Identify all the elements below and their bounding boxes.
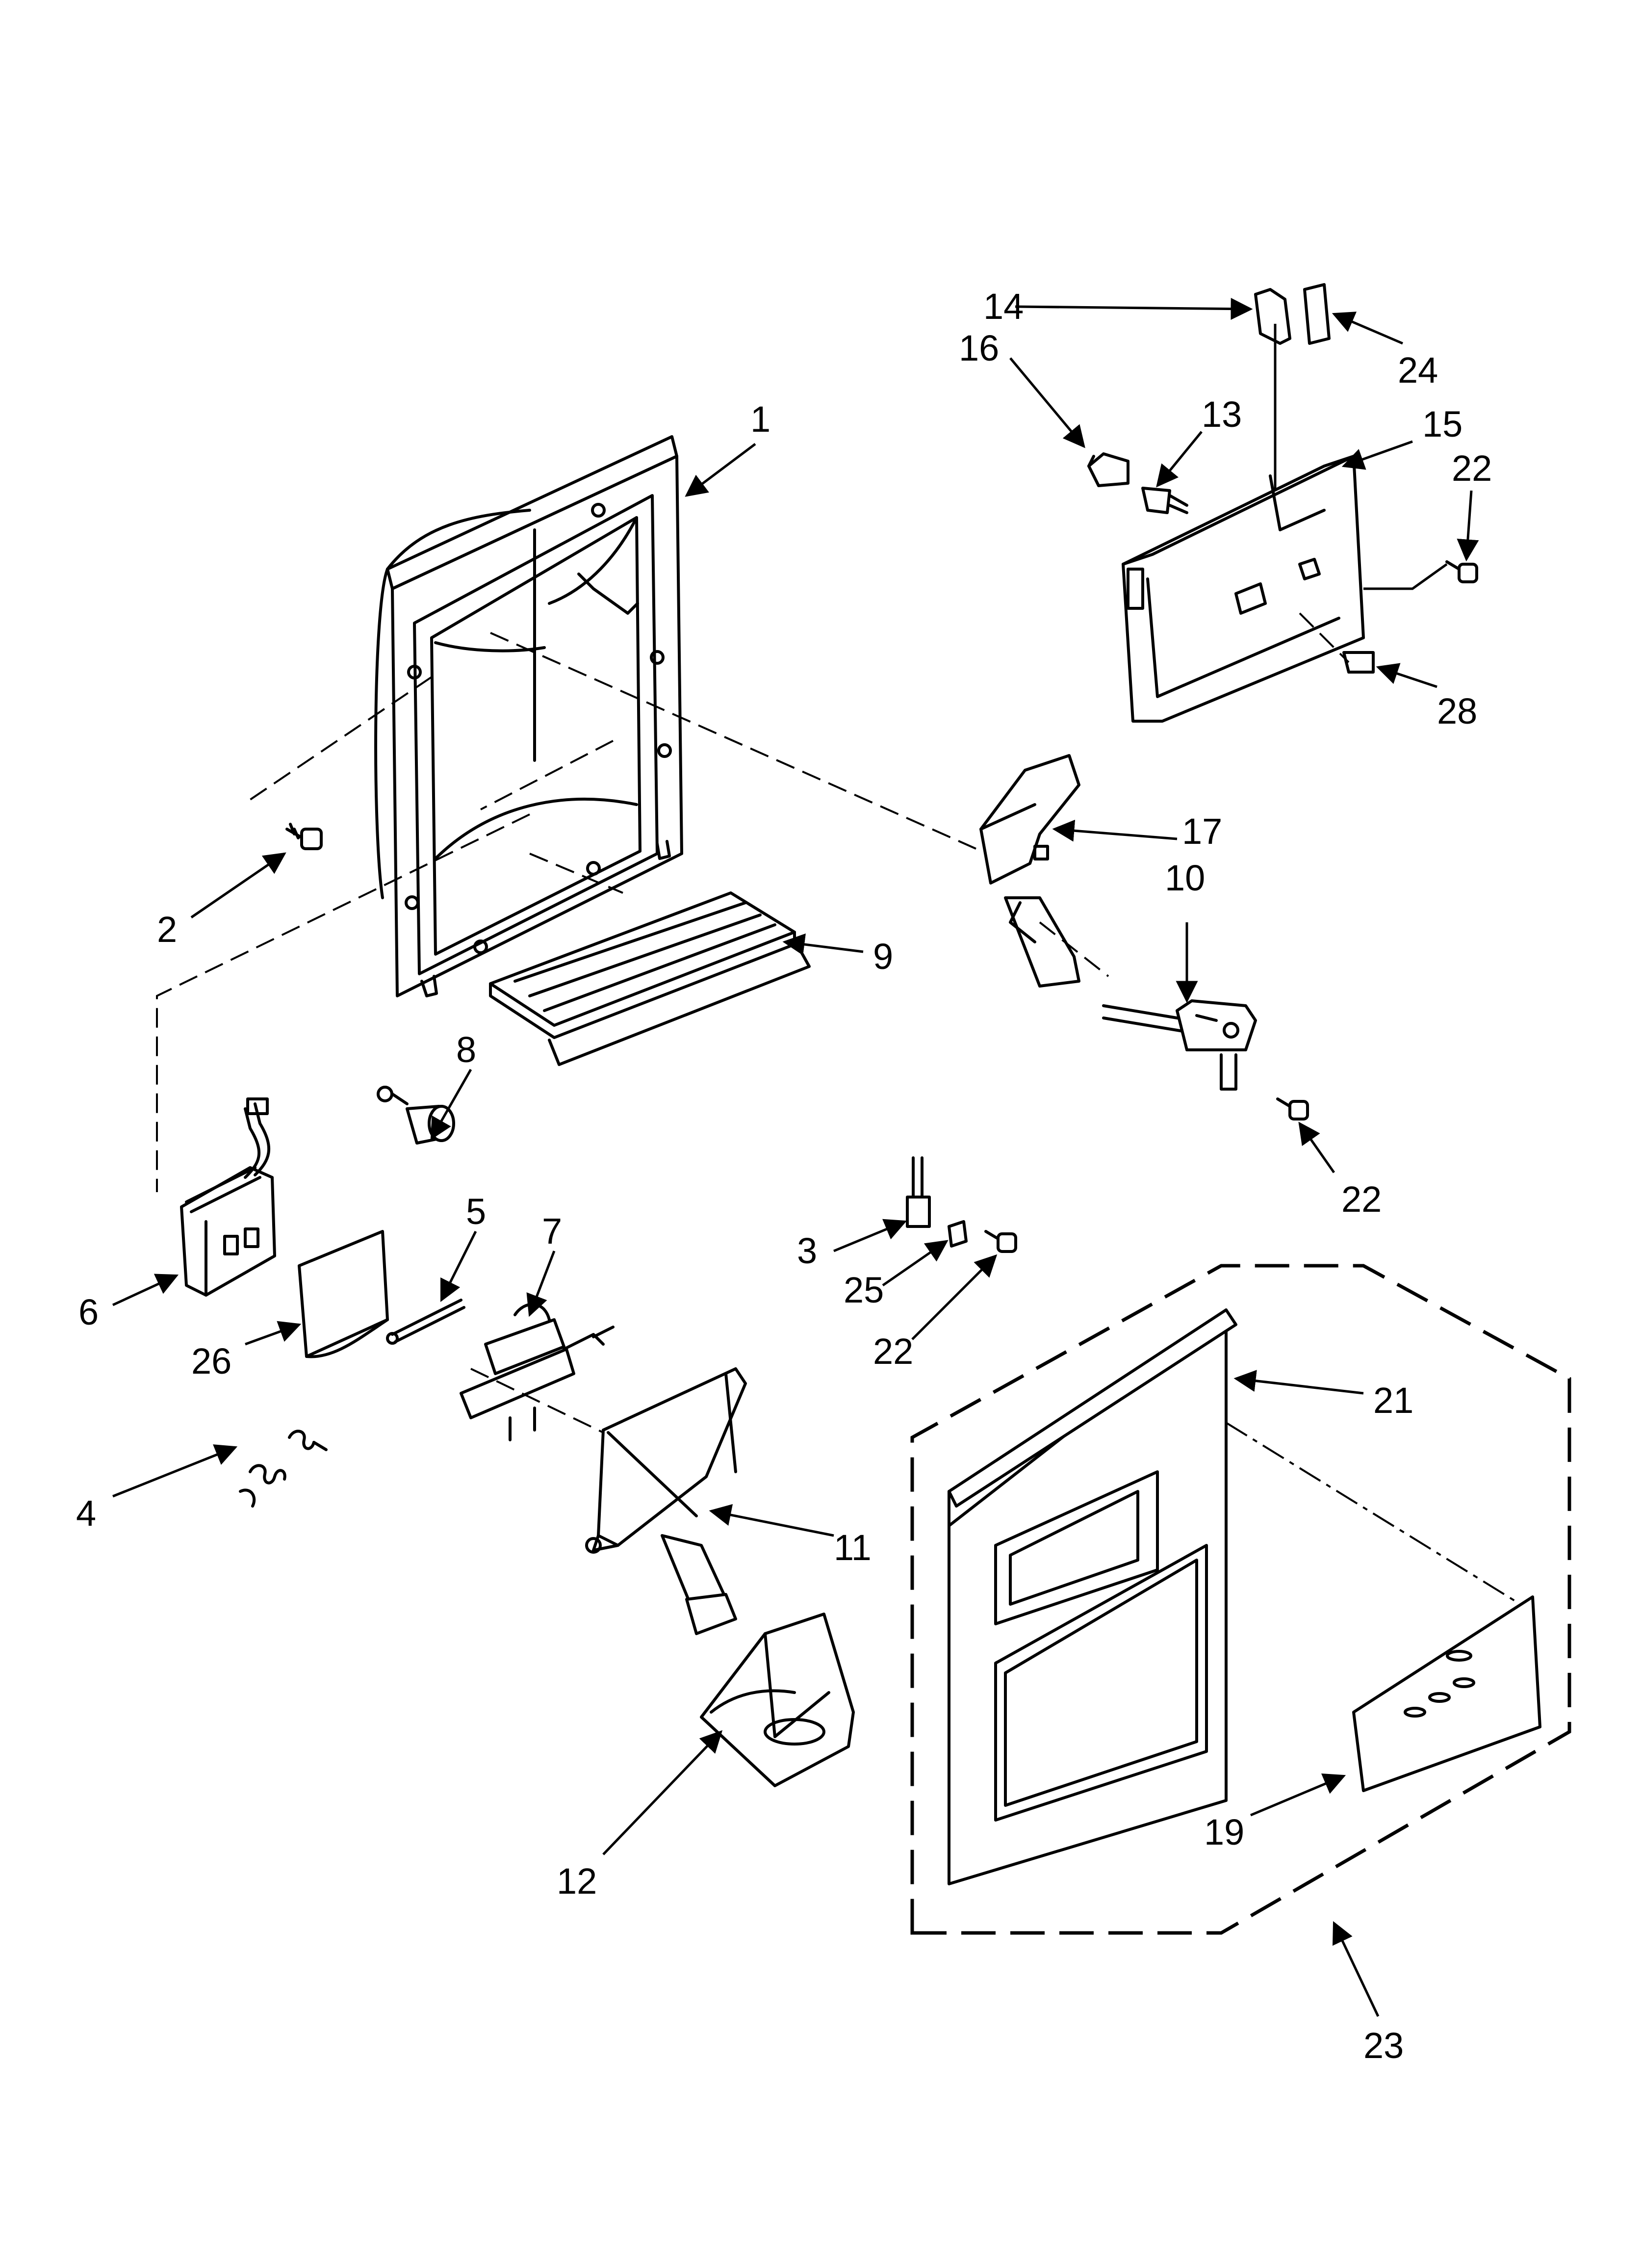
callout-16: 16 [959,328,999,368]
callout-2: 2 [157,909,177,950]
callout-12: 12 [557,1861,597,1902]
part-13-socket [1141,487,1188,514]
part-11-chute-arm [585,1367,747,1635]
part-19-control-panel [1352,1595,1541,1792]
callout-28: 28 [1437,691,1477,731]
part-6-module [180,1097,276,1297]
part-17-lever [979,754,1080,988]
callout-9: 9 [873,936,893,977]
part-7-actuator [460,1303,615,1441]
alignment-lines [156,324,1521,1605]
callout-5: 5 [466,1191,486,1232]
callout-22-bottom: 22 [873,1331,913,1372]
callout-10: 10 [1165,858,1205,898]
part-22-screw-right [1445,560,1478,583]
part-23-assembly-outline [910,1264,1571,1935]
callout-22-middle: 22 [1341,1179,1382,1220]
callout-6: 6 [78,1292,99,1332]
callout-8: 8 [456,1029,476,1070]
callout-22-top: 22 [1452,448,1492,489]
callout-15: 15 [1422,404,1462,444]
part-3-clip [906,1156,931,1228]
part-15-bracket [1122,455,1365,723]
part-2-screw [285,823,323,850]
callout-4: 4 [76,1493,96,1534]
callout-1: 1 [750,399,770,440]
callout-26: 26 [191,1341,231,1382]
callout-23: 23 [1363,2025,1404,2066]
part-1-housing [374,435,683,997]
part-22-screw-small [984,1230,1017,1253]
part-8-solenoid [377,1086,455,1145]
part-16-lamp [1087,452,1129,487]
callout-17: 17 [1182,811,1222,852]
callout-14: 14 [983,286,1024,327]
callout-24: 24 [1398,350,1438,391]
part-24-insulator [1303,283,1331,345]
callout-3: 3 [797,1230,817,1271]
leader-arrows [112,298,1479,2017]
part-12-ice-chute [700,1613,855,1787]
part-25-clip [948,1220,968,1248]
callout-21: 21 [1373,1380,1413,1421]
callout-19: 19 [1204,1812,1244,1852]
part-4-springs [239,1430,328,1508]
part-21-front-panel [948,1308,1237,1885]
callout-13: 13 [1202,394,1242,435]
part-28-connector [1342,651,1375,674]
callout-25: 25 [844,1270,884,1310]
part-5-pin [386,1299,465,1345]
part-26-pad [298,1230,389,1358]
callout-7: 7 [542,1211,562,1251]
callout-labels: 1 2 3 4 5 6 7 8 9 10 11 12 13 14 15 16 1… [76,286,1492,2066]
part-9-drip-tray [489,891,811,1066]
part-10-paddle [1102,999,1257,1091]
callout-11: 11 [834,1527,872,1568]
part-14-switch [1254,288,1291,345]
part-22-screw-middle [1276,1097,1309,1121]
